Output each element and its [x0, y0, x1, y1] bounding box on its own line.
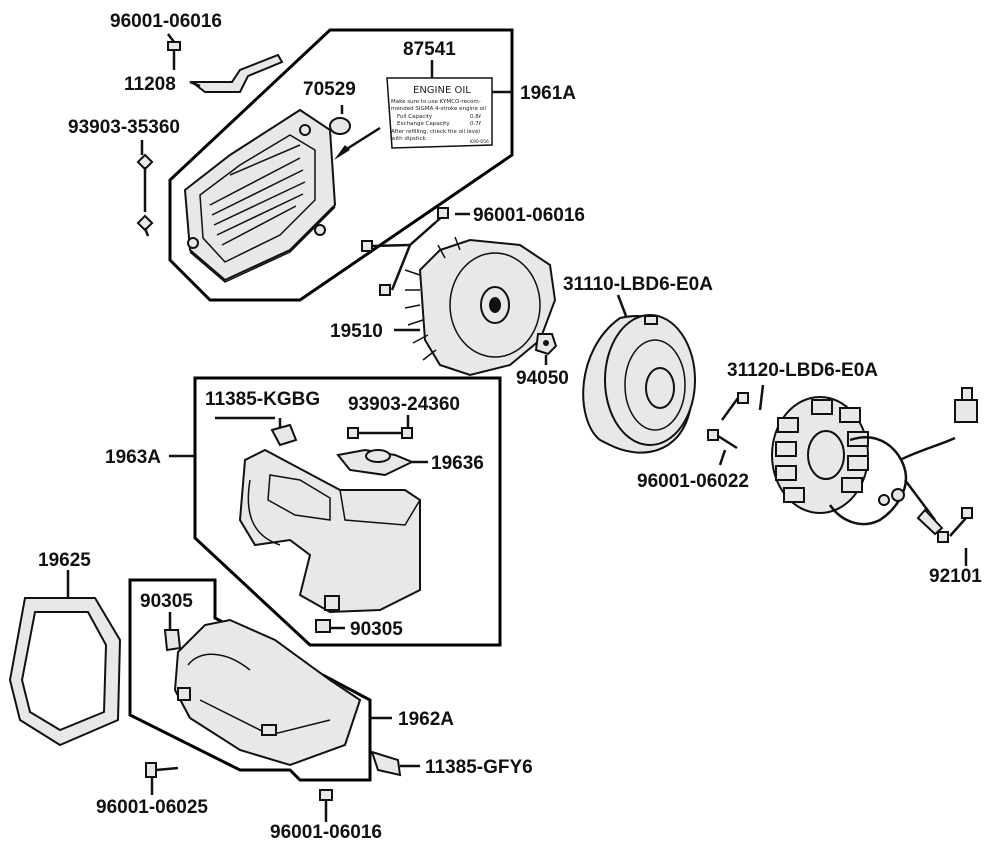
label-96001-06025: 96001-06025 [96, 797, 208, 818]
label-96001-06016-c: 96001-06016 [270, 822, 382, 843]
gasket-19625 [8, 597, 122, 747]
oil-label-line2: mended SIGMA 4-stroke engine oil [391, 106, 487, 112]
label-87541: 87541 [403, 39, 456, 60]
label-70529: 70529 [303, 79, 356, 100]
label-19636: 19636 [431, 453, 484, 474]
oil-label-line3-value: 0.8ℓ [470, 114, 481, 120]
flywheel-31110 [582, 314, 696, 454]
group-frame-1963A [193, 376, 502, 647]
label-1961A: 1961A [520, 83, 576, 104]
oil-label-line3: Full Capacity [397, 114, 433, 120]
damper-19636 [336, 448, 415, 477]
clip-90305-a [163, 629, 182, 652]
label-93903-35360: 93903-35360 [68, 117, 180, 138]
bolt-96001-06016-c [319, 789, 333, 816]
clamp-92101 [937, 507, 973, 543]
bracket-11385-GFY6 [370, 750, 402, 777]
oil-label-code: K90-656 [470, 139, 489, 145]
label-90305-a: 90305 [140, 591, 193, 612]
oil-label-line5: After refilling, check the oil level [391, 129, 480, 135]
label-19625: 19625 [38, 550, 91, 571]
label-11385-KGBG: 11385-KGBG [205, 389, 320, 410]
label-92101: 92101 [929, 566, 982, 587]
oil-label-title: ENGINE OIL [413, 85, 471, 96]
cooling-fan-19510 [404, 236, 557, 377]
label-11385-GFY6: 11385-GFY6 [425, 757, 533, 778]
oil-label-line4-value: 0.7ℓ [470, 121, 481, 127]
clip-90305-b [315, 619, 331, 633]
lower-cover-1962A [173, 618, 362, 767]
label-11208: 11208 [124, 74, 176, 95]
label-96001-06016-a: 96001-06016 [110, 11, 222, 32]
fan-cover-1961A [183, 108, 337, 283]
label-1962A: 1962A [398, 709, 454, 730]
bolt-96001-06025 [145, 762, 179, 778]
stator-31120 [771, 387, 978, 536]
label-94050: 94050 [516, 368, 569, 389]
bracket-11208 [189, 53, 284, 93]
label-96001-06022: 96001-06022 [637, 471, 749, 492]
label-31120-LBD6-E0A: 31120-LBD6-E0A [727, 360, 878, 381]
screws-93903-24360 [347, 427, 413, 439]
leader-lines [66, 33, 968, 822]
group-frame-1961A [168, 28, 514, 302]
nut-94050 [534, 333, 558, 356]
label-90305-b: 90305 [350, 619, 403, 640]
label-1963A: 1963A [105, 447, 161, 468]
screw-93903-35360-top [136, 153, 154, 212]
screw-93903-35360-bottom [136, 214, 154, 237]
engine-oil-label-87541: ENGINE OIL Make sure to use KYMCO-recom-… [386, 77, 493, 149]
oil-label-line1: Make sure to use KYMCO-recom- [391, 99, 481, 105]
oil-label-line4: Exchange Capacity [397, 121, 450, 127]
fan-screws-96001-06016-b [361, 207, 449, 296]
oil-label-line6: with dipstick. [391, 136, 428, 142]
label-19510: 19510 [330, 321, 383, 342]
label-31110-LBD6-E0A: 31110-LBD6-E0A [563, 274, 713, 295]
screw-96001-06016-a [167, 41, 181, 70]
label-93903-24360: 93903-24360 [348, 394, 460, 415]
label-96001-06016-b: 96001-06016 [473, 205, 585, 226]
group-frame-1962A [128, 578, 372, 782]
shroud-1963A [238, 448, 421, 614]
stator-screws-96001-06022 [707, 392, 749, 450]
oil-filler-plug-70529 [329, 117, 351, 135]
clip-11385-KGBG [270, 418, 298, 447]
